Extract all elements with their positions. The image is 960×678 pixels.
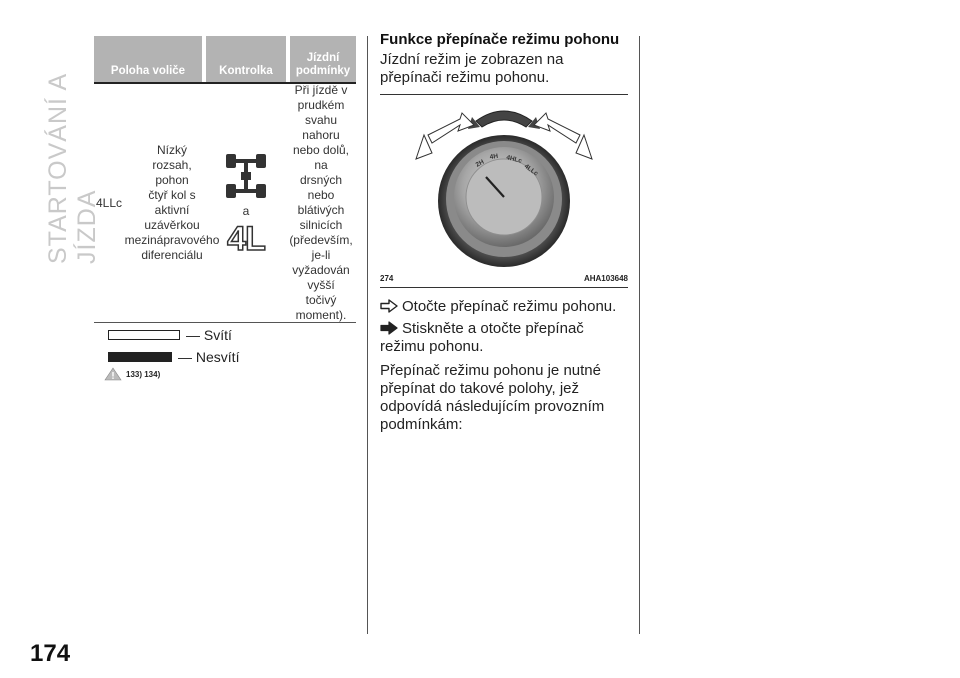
knob-label-4hlc: 4HLc — [506, 154, 523, 165]
drive-mode-section: Funkce přepínače režimu pohonu Jízdní re… — [380, 30, 628, 87]
header-selector-position: Poloha voliče — [94, 36, 202, 82]
knob-label-2h: 2H — [475, 159, 486, 169]
warning-triangle-icon — [104, 367, 122, 381]
indicator-joiner: a — [242, 203, 250, 218]
four-wheel-drive-icon — [226, 153, 266, 198]
figure-number: 274 — [380, 274, 394, 283]
knob-label-4h: 4H — [489, 153, 499, 161]
conditions-paragraph: Přepínač režimu pohonu je nutné přepínat… — [380, 362, 605, 433]
section-intro: Jízdní režim je zobrazen na přepínači re… — [380, 51, 564, 86]
page-number: 174 — [30, 640, 71, 667]
legend: — Svítí — Nesvítí — [108, 324, 239, 368]
figure-274: 2H 4H 4HLc 4LLc 274 AHA103648 — [380, 94, 628, 288]
drive-mode-table: Poloha voliče Kontrolka Jízdní podmínky … — [94, 36, 356, 323]
step-rotate-text: Otočte přepínač režimu pohonu. — [402, 298, 617, 315]
chapter-title: STARTOVÁNÍ A JÍZDA — [44, 74, 101, 264]
legend-off: — Nesvítí — [108, 346, 239, 368]
steps-list: Otočte přepínač režimu pohonu. Stiskněte… — [380, 298, 630, 434]
figure-code: AHA103648 — [583, 274, 628, 283]
references-text: 133) 134) — [126, 369, 161, 379]
column-divider-right — [639, 36, 640, 634]
solid-arrow-icon — [380, 321, 398, 335]
header-driving-conditions: Jízdní podmínky — [290, 36, 356, 82]
column-divider-left — [367, 36, 368, 634]
section-title: Funkce přepínače režimu pohonu — [380, 31, 620, 48]
warning-references: 133) 134) — [104, 367, 160, 381]
cell-indicator: a 4L — [206, 84, 286, 322]
four-low-indicator-label: 4L — [226, 219, 266, 258]
step-rotate: Otočte přepínač režimu pohonu. — [380, 298, 630, 316]
drive-mode-knob-illustration: 2H 4H 4HLc 4LLc — [415, 110, 593, 267]
cell-conditions: Při jízdě v prudkém svahu nahoru nebo do… — [286, 83, 356, 322]
legend-on-swatch — [108, 330, 180, 340]
step-press-rotate-text: Stiskněte a otočte přepínač režimu pohon… — [380, 320, 584, 355]
description-text: Nízký rozsah, pohon čtyř kol s aktivní u… — [124, 143, 220, 262]
cell-description: Nízký rozsah, pohon čtyř kol s aktivní u… — [125, 84, 220, 322]
table-header: Poloha voliče Kontrolka Jízdní podmínky — [94, 36, 356, 84]
legend-off-label: — Nesvítí — [178, 349, 240, 365]
table-row: 4LLc Nízký rozsah, pohon čtyř kol s akti… — [94, 83, 356, 323]
header-indicator: Kontrolka — [206, 36, 286, 82]
legend-on-label: — Svítí — [186, 327, 232, 343]
legend-off-swatch — [108, 352, 172, 362]
conditions-text: Při jízdě v prudkém svahu nahoru nebo do… — [289, 83, 353, 322]
outline-arrow-icon — [380, 299, 398, 313]
legend-on: — Svítí — [108, 324, 239, 346]
step-press-rotate: Stiskněte a otočte přepínač režimu pohon… — [380, 320, 630, 356]
cell-position: 4LLc — [96, 195, 123, 210]
